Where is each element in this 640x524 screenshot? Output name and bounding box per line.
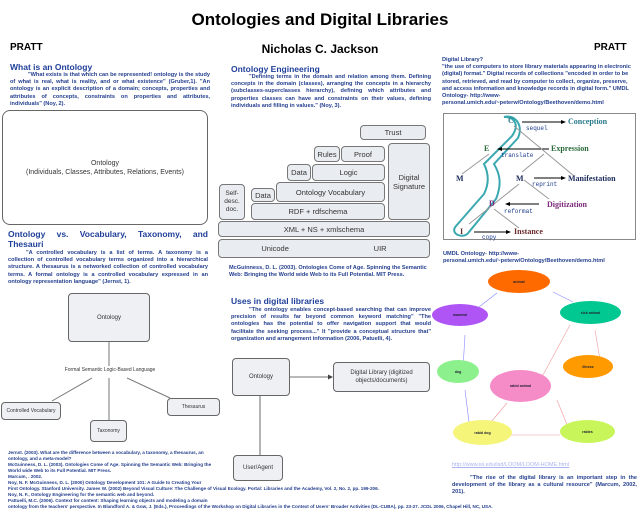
vs-link-label: Formal Semantic Logic-Based Language [64,367,156,373]
frbr-reformat: reformat [504,208,533,215]
layer-unicode: Unicode [261,244,289,253]
reference-line: Pattuelli, M.C. (2006). Context for cont… [8,498,208,503]
frbr-sequel: sequel [526,125,548,132]
vs-text: "A controlled vocabulary is a list of te… [8,250,208,286]
vs-ontology-node: Ontology [68,293,150,342]
references: Jernst. (2003). What are the difference … [8,450,493,510]
frbr-i: I [460,227,464,236]
frbr-reprint: reprint [532,181,558,188]
frbr-lines [453,115,575,237]
layer-xml: XML + NS + xmlschema [218,221,430,237]
layer-ontology-vocabulary: Ontology Vocabulary [276,182,385,202]
frbr-instance: Instance [514,227,543,236]
layer-logic: Logic [312,164,385,181]
uses-user-agent-node: User/Agent [233,455,283,481]
reference-line: First Ontology. Stanford University. Jam… [8,486,379,491]
layer-self-desc: Self-desc. doc. [219,184,245,220]
frbr-expression: Expression [551,144,589,153]
cake-reference: McGuinness, D. L. (2003). Ontologies Com… [229,265,427,279]
graph-node-dog: dog [437,360,479,383]
vs-taxonomy: Taxonomy [90,420,127,442]
layer-signature: Digital Signature [388,143,430,220]
graph-node-rabies: rabies [560,420,615,443]
digital-library-text: Digital Library? "the use of computers t… [442,57,637,107]
author: Nicholas C. Jackson [261,42,379,56]
frbr-d: D [489,199,495,208]
what-is-text: "What exists is that which can be repres… [10,72,210,108]
ontology-box-sub: (Individuals, Classes, Attributes, Relat… [26,168,184,176]
digital-library-body: "the use of computers to store library m… [442,64,631,107]
layer-proof: Proof [341,146,385,162]
org-right: PRATT [594,42,627,53]
reference-line: Marcum, . 2002. [8,474,43,479]
org-left: PRATT [10,42,43,53]
uses-diagram-lines [259,374,333,455]
frbr-manifestation: Manifestation [568,174,616,183]
frbr-copy: copy [482,234,497,241]
graph-node-sick-animal: sick animal [560,301,621,324]
poster-title: Ontologies and Digital Libraries [191,10,449,29]
loom-link[interactable]: http://www.isi.edu/isd/LOOM/LOOM-HOME.ht… [452,462,570,468]
vs-diagram-lines [51,342,171,420]
engineering-body: "Defining terms in the domain and relati… [231,74,431,109]
reference-line: ontology from the teachers' perspective.… [8,504,493,509]
uses-heading: Uses in digital libraries [231,296,325,306]
graph-edges [462,291,601,436]
reference-line: McGuinness, D. L. (2003). Ontologies Com… [8,462,212,467]
closing-quote-body: "The rise of the digital library is an i… [452,475,637,496]
graph-node-illness: illness [563,355,613,378]
vs-heading: Ontology vs. Vocabulary, Taxonomy, and T… [8,229,208,249]
frbr-m2: M [516,174,524,183]
layer-rules: Rules [314,146,340,162]
engineering-text: "Defining terms in the domain and relati… [231,74,431,110]
layer-data-1: Data [287,164,311,181]
frbr-translate: translate [501,152,534,159]
ontology-box: Ontology (Individuals, Classes, Attribut… [2,110,208,225]
layer-rdf: RDF + rdfschema [251,203,385,220]
ontology-box-title: Ontology [90,159,120,167]
graph-node-animal: animal [488,270,550,293]
reference-line: World wide Web to its Full Potential. MI… [8,468,112,473]
vs-thesaurus: Thesaurus [167,398,220,416]
layer-unicode-uir: Unicode UIR [218,239,430,258]
frbr-diagram: C Conception sequel E translate Expressi… [443,113,636,241]
frbr-conception: Conception [568,117,608,126]
reference-line: Noy, N. F., Ontology Engineering for the… [8,492,155,497]
reference-line: Jernst. (2003). What are the difference … [8,450,204,455]
uses-ontology-node: Ontology [232,358,290,396]
digital-library-heading: Digital Library? [442,57,484,63]
frbr-m1: M [456,174,464,183]
frbr-e: E [484,144,490,153]
uses-digital-library-node: Digital Library (digitized objects/docum… [333,362,430,392]
closing-quote: "The rise of the digital library is an i… [452,475,637,497]
vs-body: "A controlled vocabulary is a list of te… [8,250,208,285]
vs-controlled-vocabulary: Controlled Vocabulary [1,402,61,420]
frbr-digitization: Digitization [547,200,587,209]
reference-line: ontology, and a meta-model? [8,456,72,461]
graph-node-rabid-animal: rabid animal [490,370,551,402]
layer-trust: Trust [360,125,426,140]
graph-node-rabid-dog: rabid dog [453,420,512,445]
layer-data-2: Data [251,188,275,202]
reference-line: Noy, N. F. McGuinness, D. L. (2000) Onto… [8,480,202,485]
uses-text: "The ontology enables concept-based sear… [231,307,431,343]
uses-body: "The ontology enables concept-based sear… [231,307,431,342]
what-is-heading: What is an Ontology [10,62,93,72]
what-is-body: "What exists is that which can be repres… [10,72,210,107]
umdl-caption: UMDL Ontology- http://www-personal.umich… [443,251,605,265]
engineering-heading: Ontology Engineering [231,64,320,74]
frbr-c: C [508,116,514,125]
graph-node-mammal: mammal [432,304,488,326]
layer-uir: UIR [373,244,387,253]
